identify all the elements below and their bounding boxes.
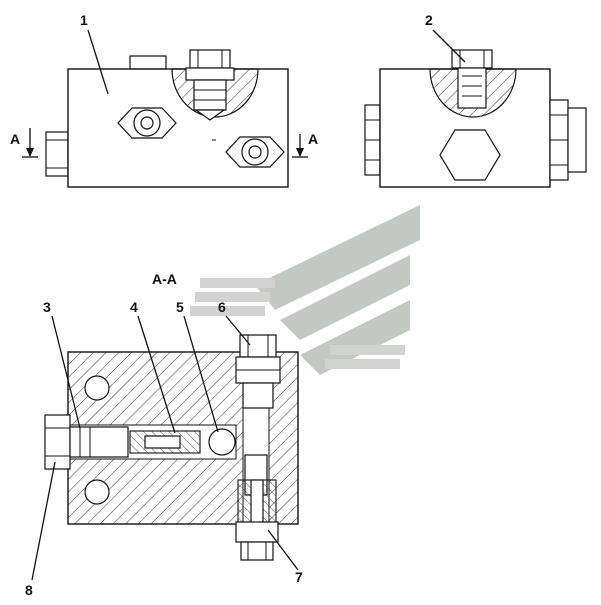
callout-4: 4 [130,299,176,434]
side-view [364,49,587,188]
callout-7: 7 [267,529,303,585]
svg-text:A: A [308,131,318,147]
watermark-logo [190,205,420,375]
svg-text:3: 3 [43,299,51,315]
section-title: A-A [152,271,177,287]
callout-8: 8 [25,461,56,598]
callout-6: 6 [218,299,251,346]
front-view [45,49,289,188]
svg-text:8: 8 [25,582,33,598]
svg-text:4: 4 [130,299,138,315]
callout-2: 2 [425,12,466,63]
section-marker-right: A [292,131,318,158]
svg-text:2: 2 [425,12,433,28]
svg-text:6: 6 [218,299,226,315]
callout-5: 5 [176,299,219,433]
section-view [44,334,299,561]
svg-text:1: 1 [80,12,88,28]
section-marker-left: A [10,128,38,158]
callout-3: 3 [43,299,81,429]
svg-text:7: 7 [295,569,303,585]
callout-1: 1 [80,12,109,95]
svg-text:5: 5 [176,299,184,315]
svg-text:A: A [10,131,20,147]
